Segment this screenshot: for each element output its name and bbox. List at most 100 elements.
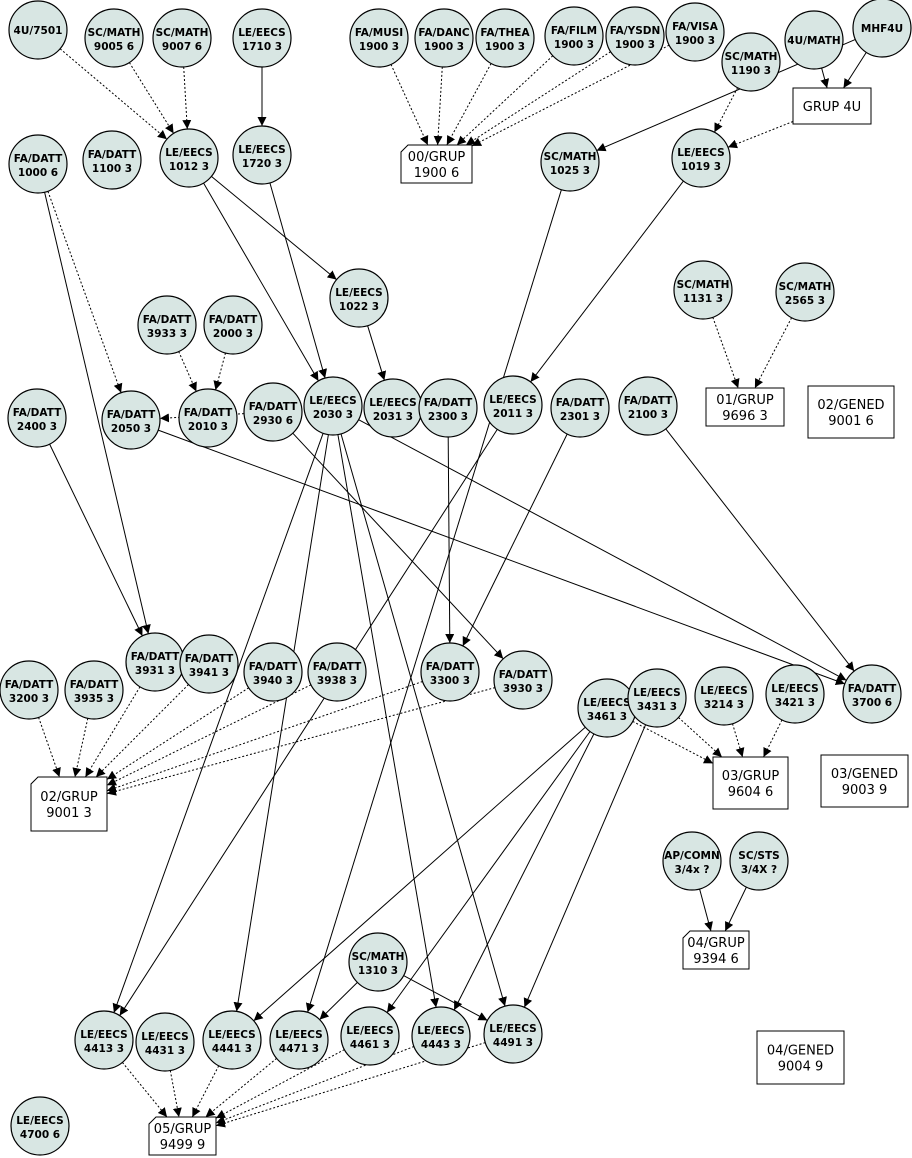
edge-scm1025-to-le4471 xyxy=(305,189,562,1013)
node-circle xyxy=(137,295,197,355)
edge-fa_danc-to-00grup xyxy=(433,66,443,146)
group-box[interactable]: GRUP 4U xyxy=(792,87,872,125)
node-circle xyxy=(269,1010,329,1070)
node-label-number: 1012 3 xyxy=(169,161,209,173)
edge-fad2301-to-fad3300 xyxy=(462,433,568,647)
group-box-code: 9003 9 xyxy=(842,783,888,798)
group-box-outline xyxy=(705,387,785,427)
group-box-title: GRUP 4U xyxy=(803,100,861,115)
node-label-number: 1900 3 xyxy=(554,39,594,51)
node-label-dept: FA/DATT xyxy=(107,409,156,421)
node-circle xyxy=(673,260,733,320)
node-label-number: 1022 3 xyxy=(339,301,379,313)
node-circle xyxy=(74,1010,134,1070)
edge-fad3200-to-02grup xyxy=(38,717,61,778)
edge-scsts-to-04grup xyxy=(724,886,747,932)
edge-4u7501-to-le1012 xyxy=(59,48,168,140)
node-label-dept: LE/EECS xyxy=(700,685,748,697)
node-label-number: 4443 3 xyxy=(421,1039,461,1051)
course-node[interactable]: 4U/7501 xyxy=(8,0,68,60)
edge-le1019-to-le2011 xyxy=(530,180,684,383)
node-label-dept: LE/EECS xyxy=(369,397,417,409)
node-circle xyxy=(64,660,124,720)
edge-le3461-to-03grup xyxy=(632,720,714,764)
group-box-outline xyxy=(400,144,473,184)
node-label-dept: FA/DATT xyxy=(848,683,897,695)
node-label-dept: LE/EECS xyxy=(80,1029,128,1041)
node-label-dept: LE/EECS xyxy=(208,1029,256,1041)
course-node[interactable]: MHF4U xyxy=(852,0,912,58)
node-label-number: 1131 3 xyxy=(683,293,723,305)
course-node[interactable]: 4U/MATH xyxy=(784,10,844,70)
group-box-code: 9001 3 xyxy=(46,806,92,821)
node-circle xyxy=(627,668,687,728)
group-box-title: 01/GRUP xyxy=(716,393,774,408)
node-label-dept: SC/MATH xyxy=(352,951,405,963)
